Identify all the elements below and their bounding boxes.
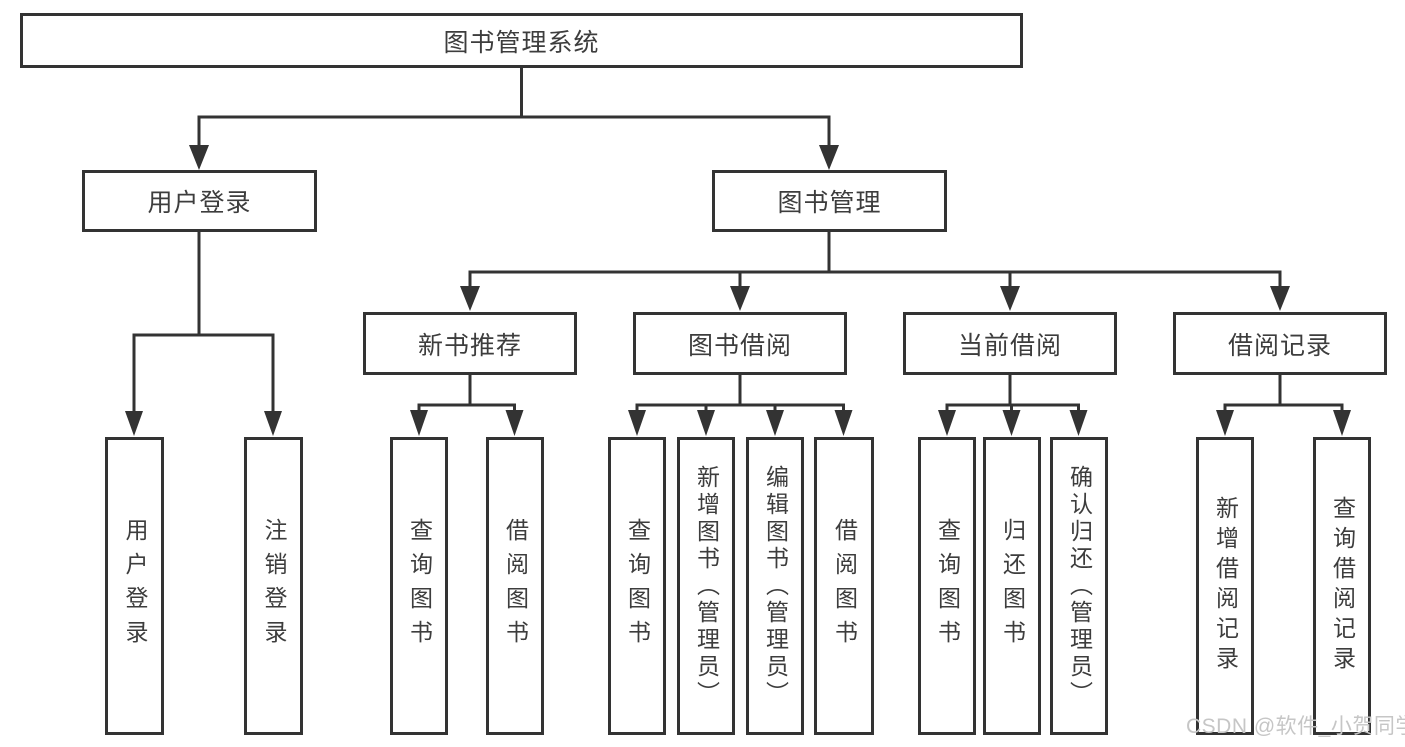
leaf-add-books-admin: 新增图书（管理员） <box>677 437 735 735</box>
node-book-borrowing-label: 图书借阅 <box>687 331 792 360</box>
csdn-watermark: CSDN @软件_小贺同学 <box>1186 715 1405 738</box>
leaf-user-login-label: 用户登录 <box>122 518 148 654</box>
leaf-return-books-label: 归还图书 <box>999 518 1026 654</box>
node-borrowing-records: 借阅记录 <box>1173 312 1387 375</box>
leaf-borrow-books-borrowing-label: 借阅图书 <box>831 518 858 654</box>
leaf-edit-books-admin: 编辑图书（管理员） <box>746 437 804 735</box>
leaf-logout-label: 注销登录 <box>261 518 287 654</box>
leaf-return-books: 归还图书 <box>983 437 1041 735</box>
node-user-login: 用户登录 <box>82 170 317 232</box>
leaf-query-books-borrowing-label: 查询图书 <box>624 518 651 654</box>
leaf-borrow-books-recommend-label: 借阅图书 <box>502 518 529 654</box>
leaf-query-books-borrowing: 查询图书 <box>608 437 666 735</box>
node-user-login-label: 用户登录 <box>147 189 252 217</box>
node-current-borrowing-label: 当前借阅 <box>957 331 1062 360</box>
leaf-edit-books-admin-label: 编辑图书（管理员） <box>762 464 789 708</box>
leaf-add-books-admin-label: 新增图书（管理员） <box>693 464 720 708</box>
node-new-book-recommend: 新书推荐 <box>363 312 577 375</box>
leaf-query-books-current: 查询图书 <box>918 437 976 735</box>
node-book-management: 图书管理 <box>712 170 947 232</box>
node-borrowing-records-label: 借阅记录 <box>1227 331 1332 360</box>
leaf-user-login: 用户登录 <box>105 437 164 735</box>
leaf-confirm-return-admin: 确认归还（管理员） <box>1050 437 1108 735</box>
node-book-borrowing: 图书借阅 <box>633 312 847 375</box>
leaf-query-books-recommend: 查询图书 <box>390 437 448 735</box>
node-root-label: 图书管理系统 <box>443 28 600 57</box>
node-current-borrowing: 当前借阅 <box>903 312 1117 375</box>
leaf-borrow-books-recommend: 借阅图书 <box>486 437 544 735</box>
leaf-add-borrow-record: 新增借阅记录 <box>1196 437 1254 735</box>
leaf-logout: 注销登录 <box>244 437 303 735</box>
node-book-management-label: 图书管理 <box>777 189 882 217</box>
leaf-confirm-return-admin-label: 确认归还（管理员） <box>1066 464 1093 708</box>
leaf-query-books-recommend-label: 查询图书 <box>406 518 433 654</box>
node-new-book-recommend-label: 新书推荐 <box>417 331 522 360</box>
leaf-query-borrow-record: 查询借阅记录 <box>1313 437 1371 735</box>
leaf-add-borrow-record-label: 新增借阅记录 <box>1212 496 1239 676</box>
leaf-query-books-current-label: 查询图书 <box>934 518 961 654</box>
leaf-borrow-books-borrowing: 借阅图书 <box>814 437 874 735</box>
leaf-query-borrow-record-label: 查询借阅记录 <box>1329 496 1356 676</box>
node-root-system: 图书管理系统 <box>20 13 1023 68</box>
